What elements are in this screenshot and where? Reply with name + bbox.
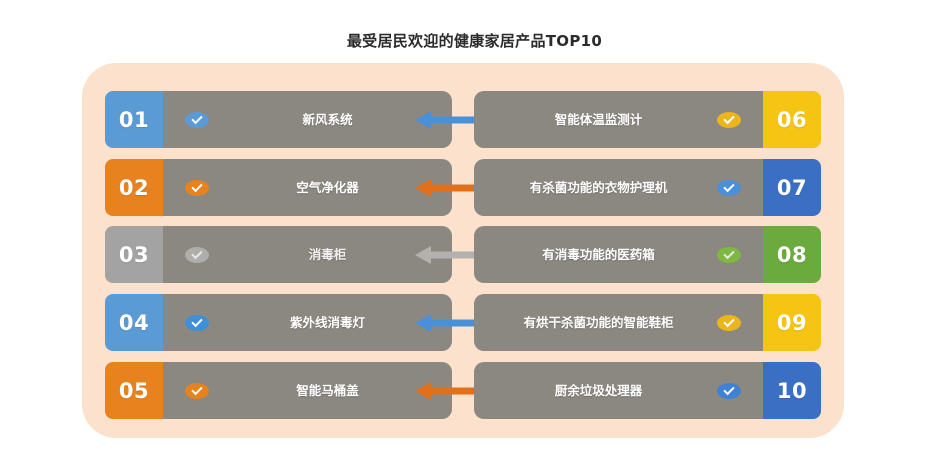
table-row: 02 空气净化器 有杀菌功能的衣物护理机 07 [105,159,821,216]
rank-badge-09: 09 [763,294,821,351]
rank-bar: 智能马桶盖 [163,362,452,419]
rank-entry-03[interactable]: 03 消毒柜 [105,226,452,283]
page-title: 最受居民欢迎的健康家居产品TOP10 [346,32,603,50]
rank-entry-02[interactable]: 02 空气净化器 [105,159,452,216]
check-circle-icon [717,179,741,196]
rank-bar: 有烘干杀菌功能的智能鞋柜 [474,294,763,351]
ranking-panel: 01 新风系统 智能体温监测计 06 02 空气净化器 有杀菌功能的衣物护理机 07 03 消毒柜… [82,63,844,438]
rank-badge-10: 10 [763,362,821,419]
double-arrow-icon [415,245,511,265]
product-label: 消毒柜 [308,246,347,262]
rank-badge-01: 01 [105,91,163,148]
check-circle-icon [185,111,209,128]
double-arrow-icon [415,178,511,198]
row-connector [415,245,511,265]
check-circle-icon [717,111,741,128]
rank-bar: 有消毒功能的医药箱 [474,226,763,283]
check-circle-icon [185,382,209,399]
rank-bar: 厨余垃圾处理器 [474,362,763,419]
product-label: 有杀菌功能的衣物护理机 [529,179,668,195]
rank-entry-08[interactable]: 有消毒功能的医药箱 08 [474,226,821,283]
rank-badge-03: 03 [105,226,163,283]
table-row: 01 新风系统 智能体温监测计 06 [105,91,821,148]
check-circle-icon [717,246,741,263]
double-arrow-icon [415,110,511,130]
rank-entry-09[interactable]: 有烘干杀菌功能的智能鞋柜 09 [474,294,821,351]
rank-bar: 新风系统 [163,91,452,148]
check-circle-icon [717,382,741,399]
rank-badge-04: 04 [105,294,163,351]
product-label: 新风系统 [302,111,353,127]
product-label: 厨余垃圾处理器 [554,382,643,398]
check-circle-icon [185,246,209,263]
rank-bar: 消毒柜 [163,226,452,283]
double-arrow-icon [415,381,511,401]
check-circle-icon [185,314,209,331]
rank-entry-06[interactable]: 智能体温监测计 06 [474,91,821,148]
product-label: 智能马桶盖 [296,382,359,398]
rank-bar: 空气净化器 [163,159,452,216]
rank-badge-07: 07 [763,159,821,216]
rank-entry-01[interactable]: 01 新风系统 [105,91,452,148]
double-arrow-icon [415,313,511,333]
check-circle-icon [717,314,741,331]
product-label: 有烘干杀菌功能的智能鞋柜 [523,314,674,330]
rank-badge-02: 02 [105,159,163,216]
product-label: 智能体温监测计 [554,111,643,127]
row-connector [415,313,511,333]
rank-bar: 紫外线消毒灯 [163,294,452,351]
table-row: 05 智能马桶盖 厨余垃圾处理器 10 [105,362,821,419]
rank-badge-05: 05 [105,362,163,419]
row-connector [415,178,511,198]
rank-entry-04[interactable]: 04 紫外线消毒灯 [105,294,452,351]
product-label: 有消毒功能的医药箱 [542,246,655,262]
ranking-rows: 01 新风系统 智能体温监测计 06 02 空气净化器 有杀菌功能的衣物护理机 07 03 消毒柜… [82,63,844,438]
table-row: 04 紫外线消毒灯 有烘干杀菌功能的智能鞋柜 09 [105,294,821,351]
rank-entry-10[interactable]: 厨余垃圾处理器 10 [474,362,821,419]
rank-bar: 有杀菌功能的衣物护理机 [474,159,763,216]
product-label: 紫外线消毒灯 [289,314,365,330]
table-row: 03 消毒柜 有消毒功能的医药箱 08 [105,226,821,283]
check-circle-icon [185,179,209,196]
row-connector [415,381,511,401]
product-label: 空气净化器 [296,179,359,195]
rank-badge-08: 08 [763,226,821,283]
row-connector [415,110,511,130]
rank-bar: 智能体温监测计 [474,91,763,148]
rank-entry-05[interactable]: 05 智能马桶盖 [105,362,452,419]
rank-badge-06: 06 [763,91,821,148]
rank-entry-07[interactable]: 有杀菌功能的衣物护理机 07 [474,159,821,216]
